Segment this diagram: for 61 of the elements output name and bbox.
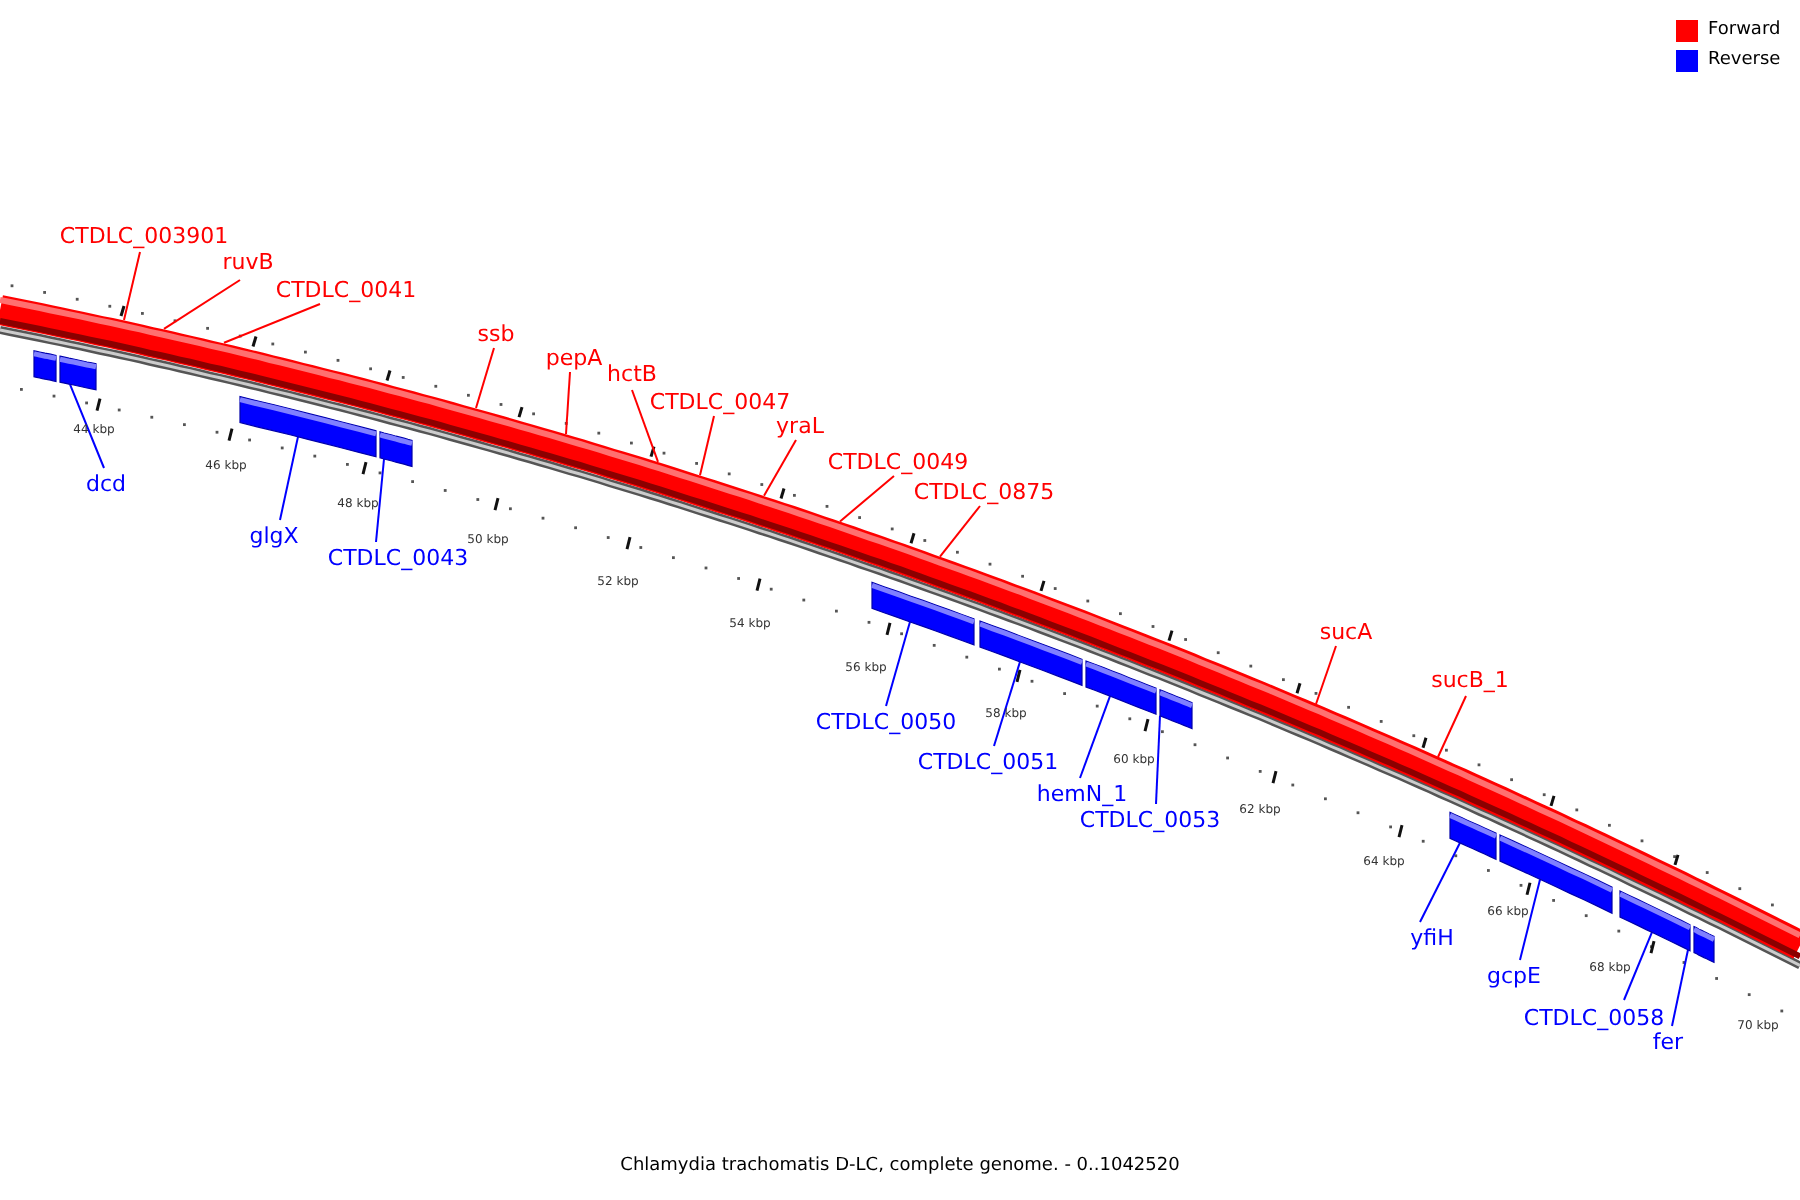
gene-label: fer bbox=[1652, 1029, 1684, 1055]
gene-block bbox=[379, 431, 413, 468]
leader-line bbox=[69, 383, 105, 469]
leader-line bbox=[839, 475, 895, 523]
gene-label: CTDLC_0043 bbox=[327, 545, 469, 571]
gene-block bbox=[1692, 925, 1716, 964]
gene-label: CTDLC_0041 bbox=[275, 277, 417, 303]
leader-line bbox=[279, 435, 299, 521]
gene-label: sucB_1 bbox=[1431, 667, 1509, 693]
gene-block bbox=[1618, 890, 1692, 952]
leader-line bbox=[939, 505, 981, 558]
leader-line bbox=[1155, 714, 1161, 805]
gene-label: yraL bbox=[776, 413, 824, 439]
leader-line bbox=[885, 620, 911, 707]
gene-block bbox=[1085, 660, 1157, 716]
leader-line bbox=[1315, 645, 1337, 705]
leader-line bbox=[163, 279, 241, 330]
gene-label: glgX bbox=[249, 523, 299, 549]
leader-line bbox=[1623, 931, 1653, 1001]
leader-line bbox=[123, 251, 141, 321]
gene-label: CTDLC_0051 bbox=[917, 749, 1059, 775]
gene-block bbox=[871, 581, 975, 646]
leader-line bbox=[993, 660, 1021, 747]
leader-line bbox=[375, 458, 385, 543]
leader-line bbox=[631, 389, 659, 463]
leader-line bbox=[223, 303, 321, 344]
leader-line bbox=[475, 347, 495, 409]
gene-label: CTDLC_0047 bbox=[649, 389, 791, 415]
leader-line bbox=[1419, 841, 1461, 923]
legend-label: Reverse bbox=[1708, 48, 1781, 74]
leader-line bbox=[565, 371, 571, 435]
gene-block bbox=[33, 350, 57, 383]
gene-label: yfiH bbox=[1410, 925, 1454, 951]
gene-label: gcpE bbox=[1487, 963, 1541, 989]
gene-label: CTDLC_0050 bbox=[815, 709, 957, 735]
gene-label: ssb bbox=[477, 321, 515, 347]
gene-block bbox=[1159, 688, 1193, 730]
gene-label: sucA bbox=[1319, 619, 1373, 645]
gene-label: CTDLC_0049 bbox=[827, 449, 969, 475]
gene-label: CTDLC_0875 bbox=[913, 479, 1055, 505]
gene-label: CTDLC_0058 bbox=[1523, 1005, 1665, 1031]
gene-block bbox=[1498, 834, 1614, 915]
leader-line bbox=[699, 415, 715, 477]
gene-label: hctB bbox=[607, 361, 657, 387]
legend-label: Forward bbox=[1708, 18, 1781, 44]
gene-label: ruvB bbox=[222, 249, 274, 275]
gene-label: CTDLC_0053 bbox=[1079, 807, 1221, 833]
caption: Chlamydia trachomatis D-LC, complete genome. - 0..1042520 bbox=[620, 1156, 1180, 1176]
gene-label: pepA bbox=[545, 345, 603, 371]
leader-line bbox=[763, 439, 797, 497]
leader-line bbox=[1079, 695, 1111, 779]
gene-label: hemN_1 bbox=[1036, 781, 1128, 807]
gene-label: dcd bbox=[86, 471, 126, 497]
gene-block bbox=[239, 395, 377, 458]
gene-block bbox=[1449, 811, 1497, 861]
leader-line bbox=[1671, 948, 1689, 1027]
gene-block bbox=[979, 620, 1083, 687]
gene-label: CTDLC_003901 bbox=[59, 223, 229, 249]
leader-line bbox=[1437, 695, 1467, 758]
leader-line bbox=[1519, 878, 1541, 961]
gene-block bbox=[59, 355, 97, 391]
